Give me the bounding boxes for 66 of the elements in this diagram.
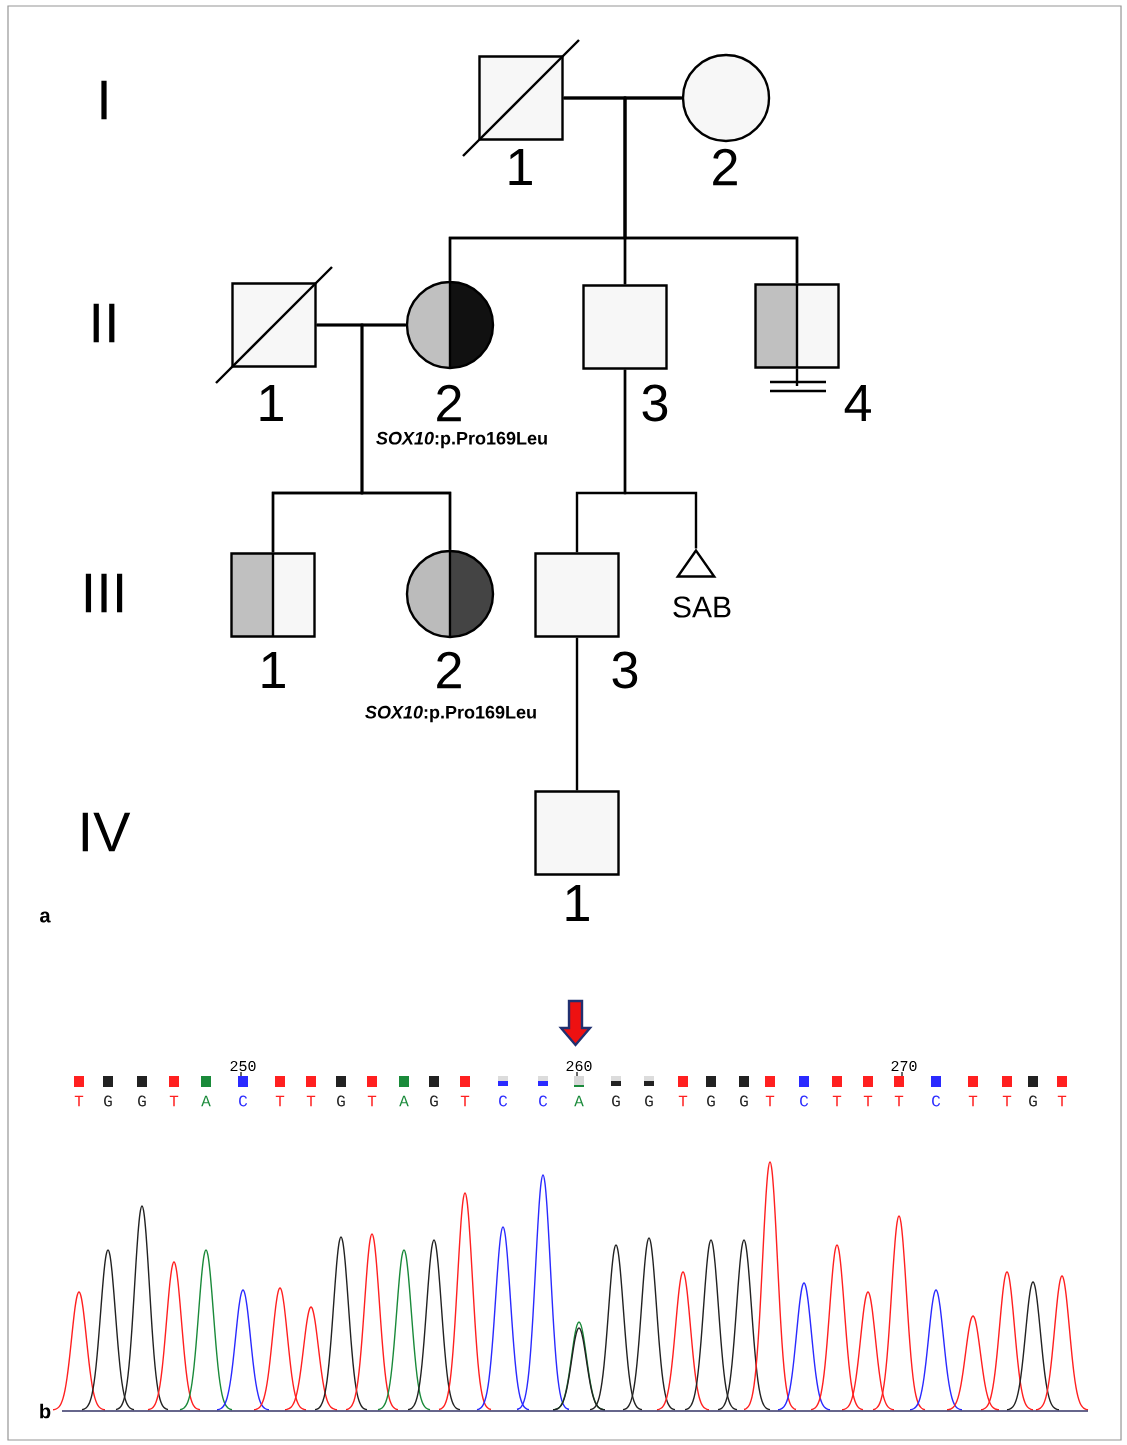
base-letter: G [1029, 1095, 1037, 1107]
individual-number: 1 [509, 149, 532, 185]
base-letter: G [740, 1095, 748, 1107]
base-letter: C [239, 1095, 248, 1107]
individual-number: 3 [642, 384, 668, 422]
panel-letter: b [40, 1403, 51, 1419]
pedigree-line [623, 369, 698, 549]
square-symbol [582, 284, 668, 370]
base-letter: G [707, 1095, 715, 1107]
circle-symbol [405, 549, 495, 639]
base-letter: G [612, 1095, 620, 1107]
generation-label: III [85, 573, 123, 613]
generation-label: II [93, 303, 115, 343]
base-letter: T [1002, 1095, 1012, 1107]
base-letter: T [678, 1095, 688, 1107]
square-symbol [754, 283, 840, 369]
base-letter: T [1057, 1095, 1067, 1107]
base-letter: T [894, 1095, 904, 1107]
base-letter: A [574, 1095, 584, 1107]
base-letter: C [539, 1095, 548, 1107]
square-symbol [230, 552, 316, 638]
base-letter: C [499, 1095, 508, 1107]
base-letter: T [74, 1095, 84, 1107]
individual-number: 1 [262, 652, 285, 688]
base-letter: C [932, 1095, 941, 1107]
deceased-square-symbol [215, 266, 333, 384]
position-number: 250 [230, 1060, 256, 1072]
base-letter: T [832, 1095, 842, 1107]
base-letter: T [968, 1095, 978, 1107]
base-letter: T [863, 1095, 873, 1107]
square-symbol [534, 552, 620, 638]
generation-label: IV [82, 812, 131, 852]
variant-label: SOX10:p.Pro169Leu [365, 705, 536, 723]
individual-number: 2 [437, 651, 461, 689]
individual-number: 4 [844, 385, 871, 421]
base-letter: A [399, 1095, 409, 1107]
circle-symbol [681, 53, 771, 143]
base-letter: T [460, 1095, 470, 1107]
generation-label: I [101, 80, 107, 120]
individual-number: 1 [566, 885, 589, 921]
pedigree-line [360, 323, 452, 550]
base-letter: T [306, 1095, 316, 1107]
base-letter: G [337, 1095, 345, 1107]
pedigree-line [623, 96, 799, 284]
base-letter: G [104, 1095, 112, 1107]
panel-letter: a [40, 911, 51, 923]
circle-symbol [405, 280, 495, 370]
base-letter: G [645, 1095, 653, 1107]
base-letter: G [430, 1095, 438, 1107]
position-number: 270 [891, 1060, 917, 1072]
pedigree-line [575, 637, 579, 791]
variant-label: SOX10:p.Pro169Leu [376, 431, 547, 449]
base-letter: C [800, 1095, 809, 1107]
individual-number: 2 [437, 384, 461, 422]
base-letter: T [169, 1095, 179, 1107]
base-letter: G [138, 1095, 146, 1107]
base-letter: T [367, 1095, 377, 1107]
abortion-label: SAB [673, 596, 731, 618]
individual-number: 3 [612, 651, 638, 689]
base-letter: T [765, 1095, 775, 1107]
individual-number: 2 [713, 148, 737, 186]
base-letter: A [201, 1095, 211, 1107]
base-letter: T [275, 1095, 285, 1107]
individual-number: 1 [260, 385, 283, 421]
position-number: 260 [566, 1060, 592, 1072]
square-symbol [534, 790, 620, 876]
